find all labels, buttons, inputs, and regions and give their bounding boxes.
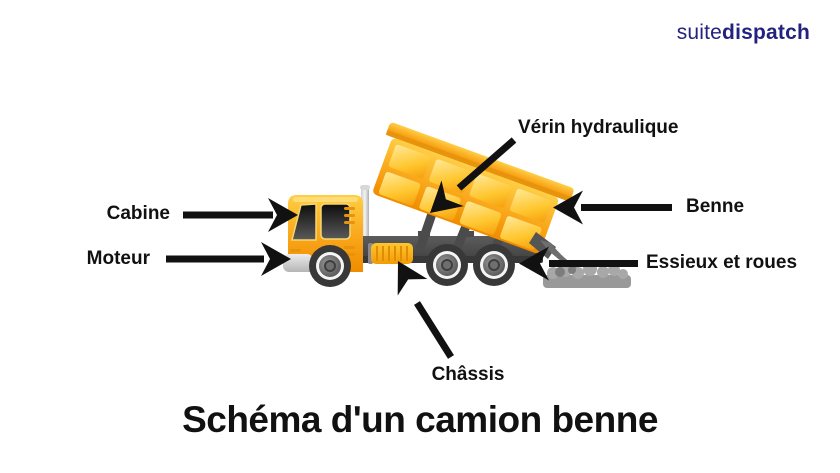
arrow-moteur xyxy=(166,242,291,276)
arrow-verin xyxy=(430,137,517,213)
arrow-essieux xyxy=(519,246,638,281)
rear-wheel-1 xyxy=(426,244,468,286)
rear-wheel-2 xyxy=(473,244,515,286)
fuel-tank xyxy=(368,243,413,264)
windshield xyxy=(291,203,317,241)
label-benne: Benne xyxy=(686,196,745,217)
label-verin-hydraulique: Vérin hydraulique xyxy=(518,117,679,138)
brand-logo: suitedispatch xyxy=(677,21,810,45)
arrow-cabine xyxy=(183,198,298,232)
page-title: Schéma d'un camion benne xyxy=(182,399,658,440)
front-bumper xyxy=(283,254,313,272)
brand-logo-suffix: dispatch xyxy=(722,21,810,44)
arrow-chassis xyxy=(397,261,454,359)
brand-logo-prefix: suite xyxy=(676,21,723,44)
label-chassis: Châssis xyxy=(431,364,505,385)
label-essieux-et-roues: Essieux et roues xyxy=(646,252,798,273)
arrow-benne xyxy=(553,190,672,225)
front-wheel xyxy=(309,245,351,287)
label-cabine: Cabine xyxy=(106,203,170,224)
dump-body xyxy=(373,122,574,254)
label-moteur: Moteur xyxy=(86,248,150,269)
